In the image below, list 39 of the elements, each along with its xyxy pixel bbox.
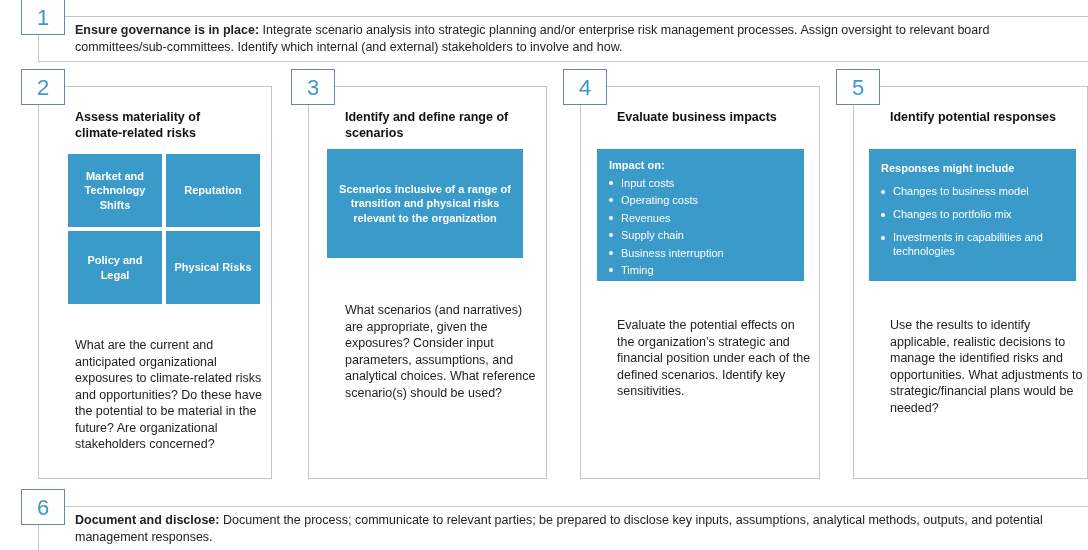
step-heading: Identify and define range of scenarios [345, 109, 510, 141]
step-question: Use the results to identify applicable, realistic decisions to manage the identified risks and opportunities. What adjustments to strategic/financial plans would be needed? [890, 317, 1083, 416]
step-question: What scenarios (and narratives) are appropriate, given the exposures? Consider input parameters, assumptions, and analytical choices. What reference scenario(s) should be used? [345, 302, 537, 401]
step-description: Document and disclose: Document the process; communicate to relevant parties; be prepared to disclose key inputs, assumptions, analytical methods, outputs, and potential management responses. [75, 512, 1044, 546]
bullet-item: Changes to portfolio mix [881, 207, 1064, 221]
box-heading: Responses might include [881, 161, 1016, 175]
box-label: Market and Technology Shifts [83, 168, 147, 213]
risk-category-box [68, 231, 162, 304]
step-question: Evaluate the potential effects on the organization’s strategic and financial position under each of the defined scenarios. Identify key sensitivities. [617, 317, 812, 400]
scenario-box [327, 149, 523, 258]
bullet-item: Investments in capabilities and technologies [881, 230, 1064, 258]
bullet-item: Timing [609, 262, 792, 280]
bullet-item: Operating costs [609, 192, 792, 210]
risk-category-box [68, 154, 162, 227]
box-label: Policy and Legal [86, 253, 144, 282]
step-number: 3 [291, 69, 335, 105]
bullet-item: Revenues [609, 209, 792, 227]
impact-box [597, 149, 804, 281]
step-description: Ensure governance is in place: Integrate scenario analysis into strategic planning and/or enterprise risk management processes. Assign oversight to relevant board committees/sub-committees. Identify which internal (and external) stakeholders to involve and how. [75, 22, 991, 56]
step-number: 6 [21, 489, 65, 525]
step-heading: Identify potential responses [890, 109, 1056, 125]
step-number: 2 [21, 69, 65, 105]
bullet-item: Input costs [609, 174, 792, 192]
responses-box [869, 149, 1076, 281]
step-number: 4 [563, 69, 607, 105]
box-heading: Impact on: [609, 158, 666, 173]
step-heading: Assess materiality of climate-related risks [75, 109, 202, 141]
bullet-item: Supply chain [609, 227, 792, 245]
step-heading: Evaluate business impacts [617, 109, 778, 125]
box-label: Reputation [184, 183, 242, 198]
risk-category-box [166, 154, 260, 227]
risk-category-box [166, 231, 260, 304]
bullet-item: Changes to business model [881, 184, 1064, 198]
step-number: 1 [21, 0, 65, 35]
step-question: What are the current and anticipated organizational exposures to climate-related risks and opportunities? Do these have the potential to be material in the future? Are organizational stakeholders concerned? [75, 337, 263, 453]
box-label: Physical Risks [174, 260, 252, 275]
step-number: 5 [836, 69, 880, 105]
box-label: Scenarios inclusive of a range of transition and physical risks relevant to the organization [338, 181, 512, 226]
bullet-item: Business interruption [609, 244, 792, 262]
